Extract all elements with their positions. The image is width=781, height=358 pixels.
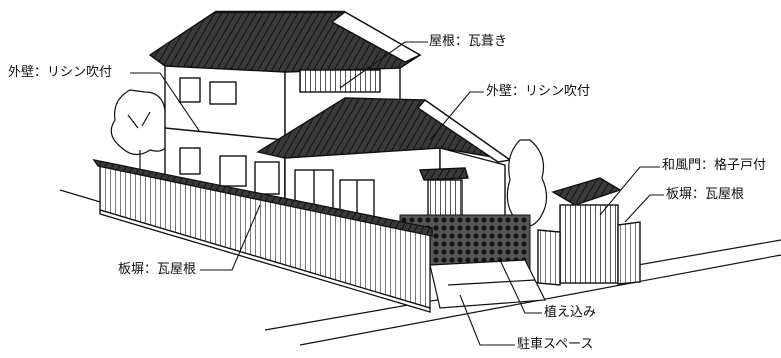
parking-slab — [429, 259, 546, 309]
tree-left — [110, 89, 173, 175]
main-house — [148, 10, 422, 206]
label-wall-right: 外壁：リシン吹付 — [486, 84, 591, 99]
fence-left — [92, 159, 433, 313]
leader-lines — [130, 41, 664, 346]
label-parking: 駐車スペース — [517, 337, 594, 352]
label-fence-right: 板塀：瓦屋根 — [666, 187, 745, 202]
label-fence-left: 板塀：瓦屋根 — [118, 262, 197, 277]
label-wall-left: 外壁：リシン吹付 — [8, 65, 113, 80]
label-gate: 和風門：格子戸付 — [662, 158, 767, 173]
japanese-gate — [537, 177, 641, 286]
label-roof: 屋根：瓦葺き — [429, 34, 508, 49]
label-planting: 植え込み — [544, 305, 597, 320]
